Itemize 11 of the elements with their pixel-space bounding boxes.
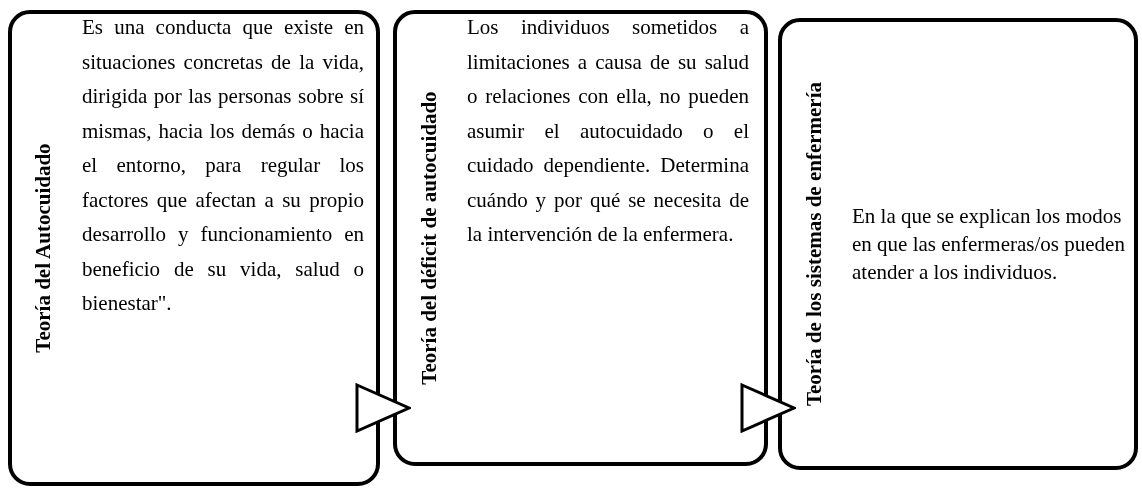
arrow bbox=[355, 383, 411, 433]
vertical-title: Teoría del déficit de autocuidado bbox=[416, 90, 442, 387]
rounded-box bbox=[778, 18, 1138, 470]
arrow bbox=[740, 383, 796, 433]
rounded-box bbox=[8, 10, 380, 486]
description-text: Es una conducta que existe en situaciones concretas de la vida, dirigida por las personas sobre sí mismas, hacia los demás o hacia el entorno, para regular los factores que afectan a su propio desarrollo y funcionamiento en beneficio de su vida, salud o bienestar". bbox=[82, 14, 364, 317]
vertical-title: Teoría del Autocuidado bbox=[30, 142, 56, 355]
description-text: Los individuos sometidos a limitaciones a causa de su salud o relaciones con ella, no pueden asumir el autocuidado o el cuidado dependiente. Determina cuándo y por qué se necesita de la intervención de la enfermera. bbox=[467, 14, 749, 248]
description-text: En la que se explican los modos en que las enfermeras/os pueden atender a los individuos. bbox=[852, 203, 1126, 286]
rounded-box bbox=[393, 10, 768, 466]
vertical-title: Teoría de los sistemas de enfermería bbox=[801, 80, 827, 409]
